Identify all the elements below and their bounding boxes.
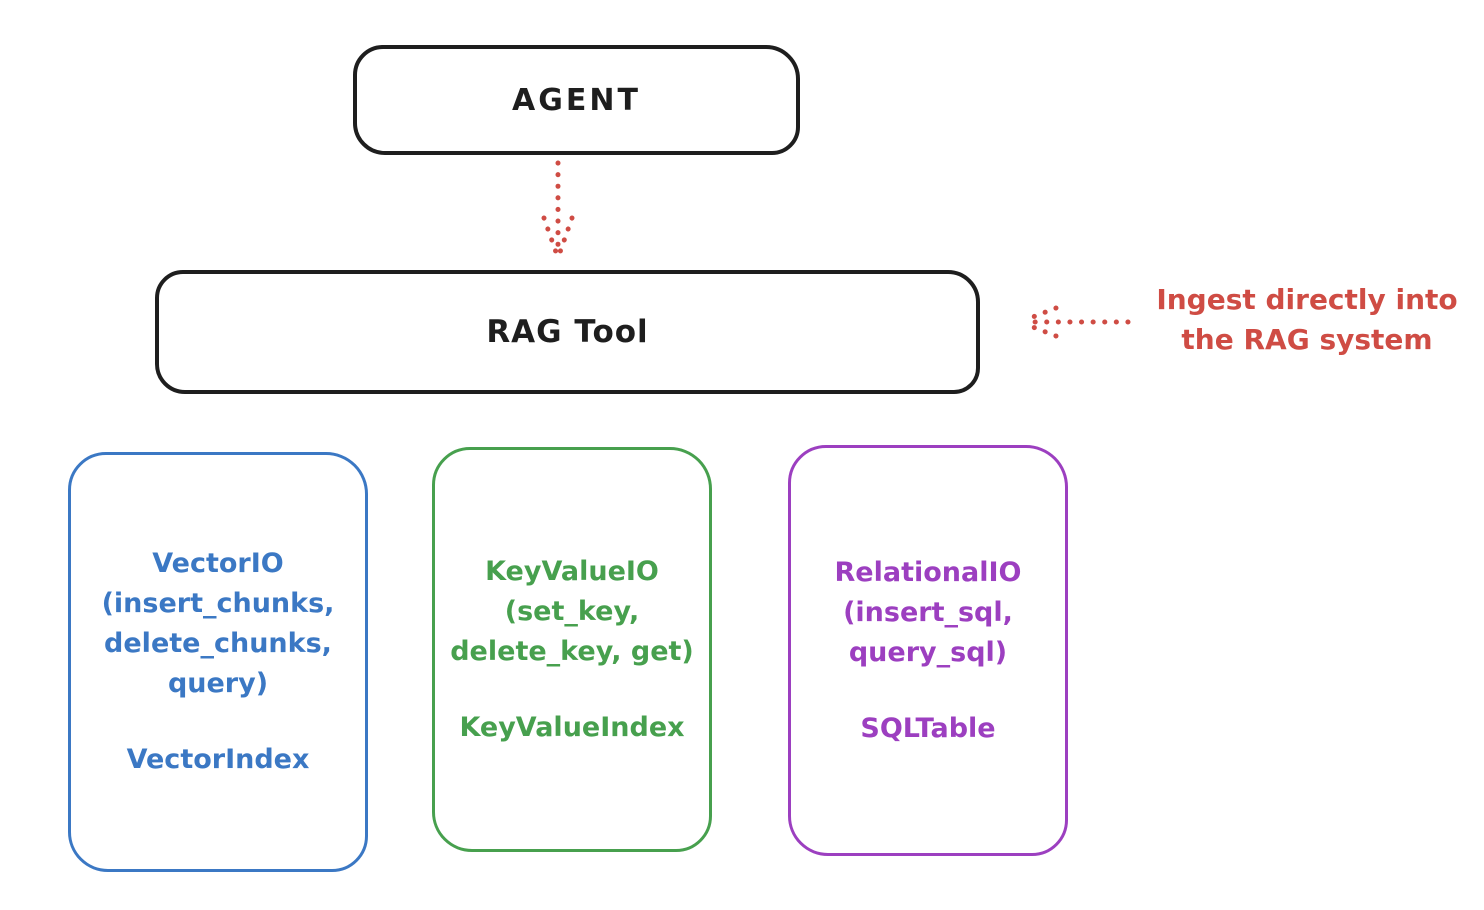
node-line: query): [167, 668, 269, 699]
key-value-io-node: KeyValueIO (set_key, delete_key, get) Ke…: [432, 447, 712, 852]
key-value-index-label: KeyValueIndex: [459, 711, 685, 743]
node-line: delete_chunks,: [104, 628, 332, 659]
arrowhead-left: [541, 215, 560, 258]
vector-index-label: VectorIndex: [126, 744, 310, 775]
annotation-line: the RAG system: [1181, 323, 1433, 356]
arrowhead-right: [556, 215, 575, 258]
vector-io-lines: VectorIO (insert_chunks, delete_chunks, …: [102, 544, 335, 704]
ingest-arrow: [1021, 305, 1131, 339]
relational-io-node: RelationalIO (insert_sql, query_sql) SQL…: [788, 445, 1068, 856]
vector-io-node: VectorIO (insert_chunks, delete_chunks, …: [68, 452, 368, 872]
node-line: VectorIO: [152, 548, 284, 579]
annotation-line: Ingest directly into: [1156, 283, 1458, 316]
node-line: (insert_chunks,: [101, 588, 335, 619]
node-line: (set_key,: [504, 595, 640, 627]
arrowhead-bottom: [1022, 321, 1059, 339]
ingest-annotation: Ingest directly into the RAG system: [1140, 280, 1474, 360]
relational-io-lines: RelationalIO (insert_sql, query_sql): [835, 553, 1022, 673]
node-line: delete_key, get): [450, 635, 694, 667]
agent-node: AGENT: [353, 45, 800, 155]
agent-label: AGENT: [512, 82, 641, 118]
arrowhead-top: [1022, 305, 1059, 323]
key-value-io-lines: KeyValueIO (set_key, delete_key, get): [450, 552, 694, 672]
node-line: (insert_sql,: [843, 596, 1013, 628]
node-line: query_sql): [848, 636, 1008, 668]
rag-tool-label: RAG Tool: [486, 314, 649, 350]
sql-table-label: SQLTable: [860, 712, 996, 744]
node-line: RelationalIO: [834, 556, 1022, 588]
agent-to-ragtool-arrow: [541, 160, 575, 258]
node-line: KeyValueIO: [485, 555, 659, 587]
rag-tool-node: RAG Tool: [155, 270, 980, 394]
